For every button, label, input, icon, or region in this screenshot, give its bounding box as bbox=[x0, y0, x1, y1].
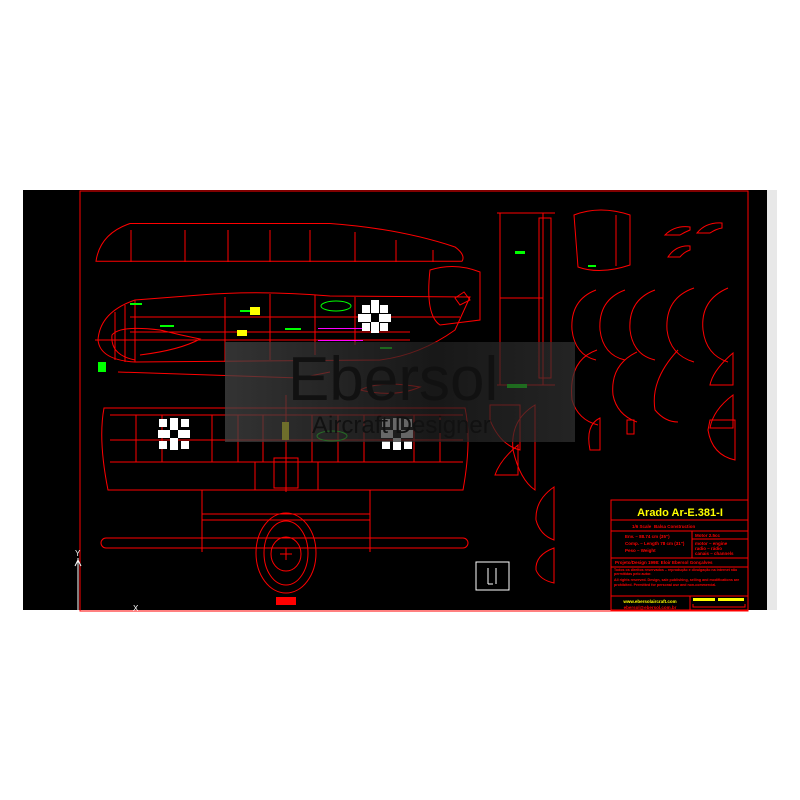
watermark-subtitle: Aircraft Designer bbox=[312, 412, 491, 439]
fuselage-top-profile bbox=[95, 222, 464, 262]
note-radio: radio – rádio bbox=[695, 546, 722, 551]
drawing-title: Arado Ar-E.381-I bbox=[637, 507, 723, 519]
drawing-frame bbox=[79, 190, 749, 612]
front-view bbox=[100, 490, 469, 605]
watermark-logo: Ebersol Aircraft Designer bbox=[225, 342, 575, 442]
vertical-scrollbar[interactable] bbox=[767, 190, 777, 610]
spec-wingspan: Env. – 88.74 cm (35") bbox=[625, 534, 670, 539]
email: ebersol@ebersol.com.br bbox=[624, 605, 677, 610]
spec-length: Comp. – Length 78 cm (31") bbox=[625, 541, 685, 546]
balkenkreuz-marking bbox=[358, 300, 391, 333]
scale-label: 1/6 Scale bbox=[632, 524, 652, 529]
rights-portuguese: Todos os direitos reservados – reproduçã… bbox=[614, 568, 738, 577]
ucs-y-label: Y bbox=[75, 549, 81, 558]
balkenkreuz-marking-left bbox=[158, 418, 190, 450]
title-block: Arado Ar-E.381-I 1/6 Scale Balsa Constru… bbox=[610, 499, 749, 611]
watermark-brand: Ebersol bbox=[288, 345, 498, 414]
cursor-pickbox bbox=[475, 561, 510, 591]
rights-english: All rights reserved. Design, sale publis… bbox=[614, 578, 740, 587]
ucs-x-label: X bbox=[133, 604, 139, 613]
note-channels: canais – channels bbox=[695, 551, 734, 556]
note-motor: motor – engine bbox=[695, 541, 728, 546]
ucs-icon: Y X bbox=[74, 549, 139, 613]
project-credit: Projeto/Design 1998: Eloir Ebersol Gonça… bbox=[615, 560, 713, 565]
engine-spec: Motor 2.5cc bbox=[695, 533, 721, 538]
construction-label: Balsa Construction bbox=[654, 524, 696, 529]
spec-weight: Peso – Weight bbox=[625, 548, 656, 553]
website: www.ebersolaircraft.com bbox=[622, 599, 676, 604]
